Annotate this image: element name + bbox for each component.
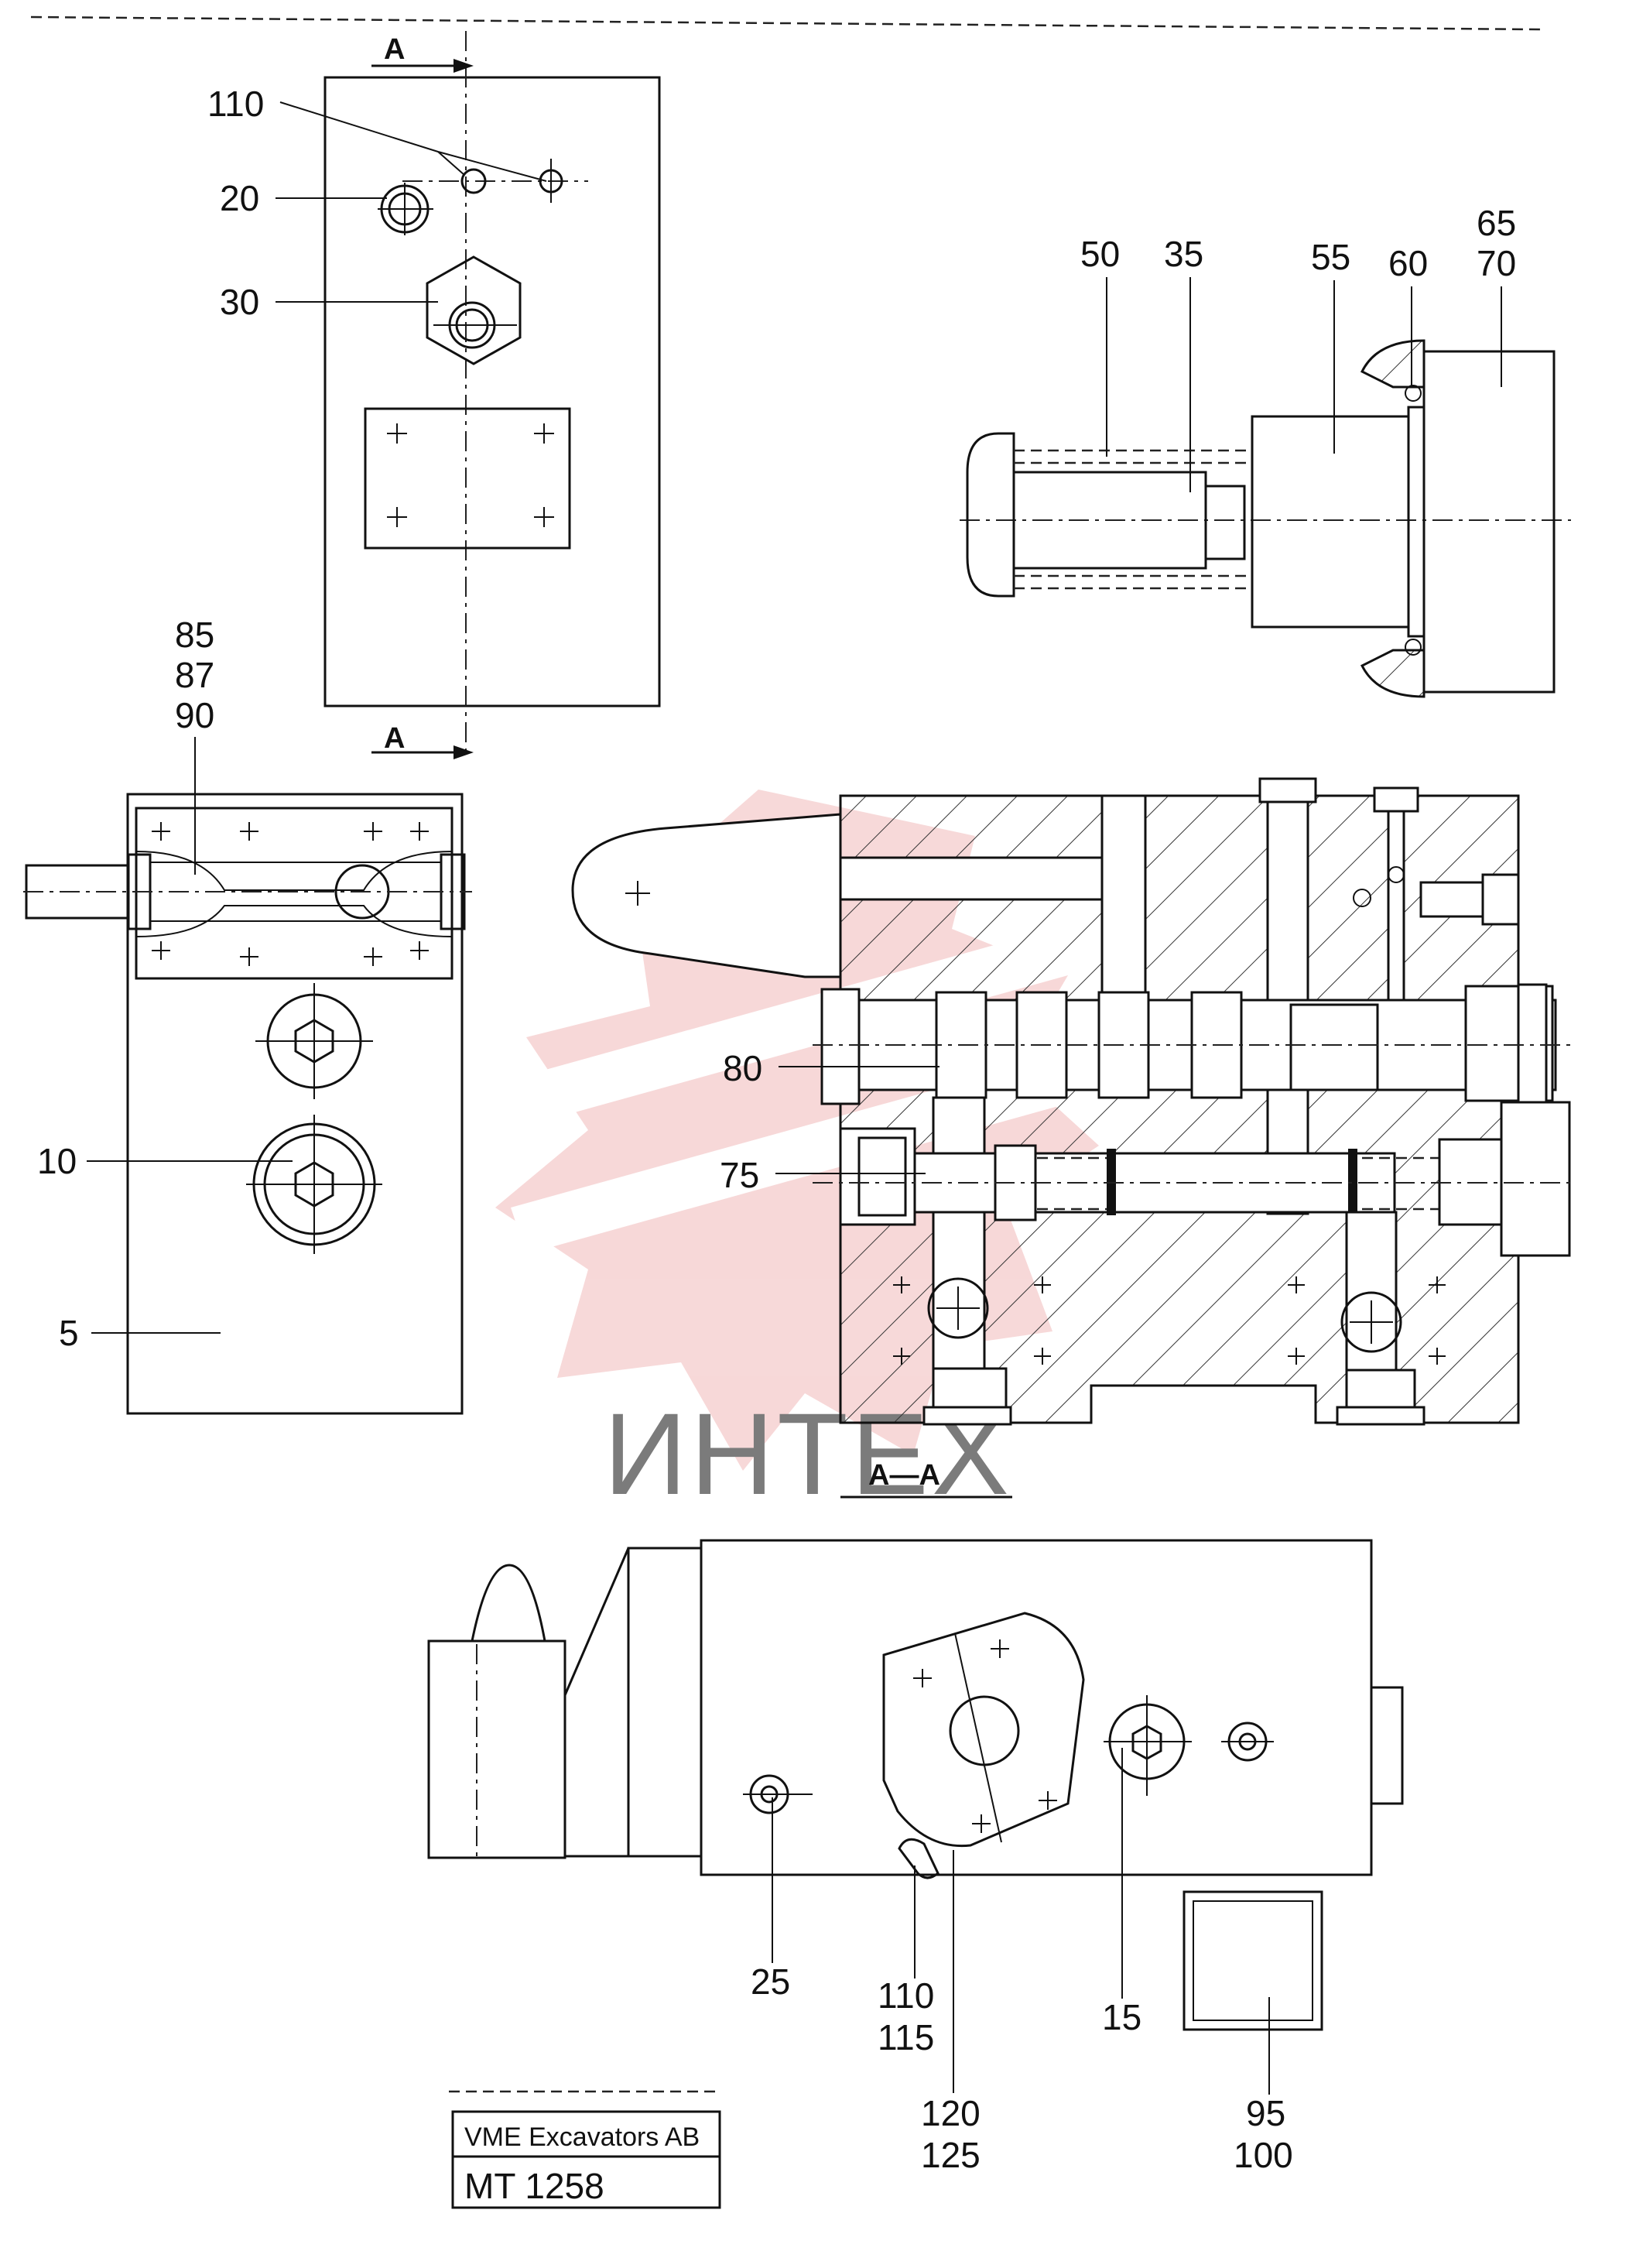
callout-60: 60	[1388, 243, 1428, 283]
callout-87: 87	[175, 655, 214, 695]
title-block: VME Excavators AB MT 1258	[449, 2090, 721, 2209]
callout-110-top: 110	[207, 84, 264, 124]
title-block-drawing-number: MT 1258	[464, 2166, 604, 2206]
front-view	[427, 1539, 1404, 2031]
callout-50: 50	[1080, 234, 1120, 274]
valve-exploded-view	[960, 339, 1571, 698]
callout-80: 80	[723, 1048, 762, 1088]
section-label-bottom: A	[384, 722, 405, 755]
callout-35: 35	[1164, 234, 1203, 274]
section-aa-view	[571, 777, 1571, 1426]
callout-110-bottom: 110	[878, 1975, 934, 2016]
callout-55: 55	[1311, 237, 1350, 277]
callout-100: 100	[1234, 2135, 1293, 2175]
callout-65: 65	[1477, 203, 1516, 243]
callout-25: 25	[751, 1961, 790, 2002]
title-block-company: VME Excavators AB	[464, 2122, 700, 2152]
callout-120: 120	[921, 2093, 981, 2133]
callout-5: 5	[59, 1313, 79, 1353]
callout-125: 125	[921, 2135, 981, 2175]
callout-90: 90	[175, 695, 214, 735]
top-view: A A	[323, 31, 661, 759]
callout-85: 85	[175, 615, 214, 655]
callout-20: 20	[220, 178, 259, 218]
callout-30: 30	[220, 282, 259, 322]
callout-95: 95	[1246, 2093, 1285, 2133]
callout-115: 115	[878, 2017, 934, 2057]
callout-15: 15	[1102, 1997, 1141, 2037]
section-aa-title: A—A	[868, 1459, 940, 1492]
callout-70: 70	[1477, 243, 1516, 283]
callout-10: 10	[37, 1141, 77, 1181]
section-label-top: A	[384, 33, 405, 66]
side-view	[23, 793, 472, 1415]
callout-75: 75	[720, 1155, 759, 1195]
frame-top-line	[30, 15, 1541, 31]
